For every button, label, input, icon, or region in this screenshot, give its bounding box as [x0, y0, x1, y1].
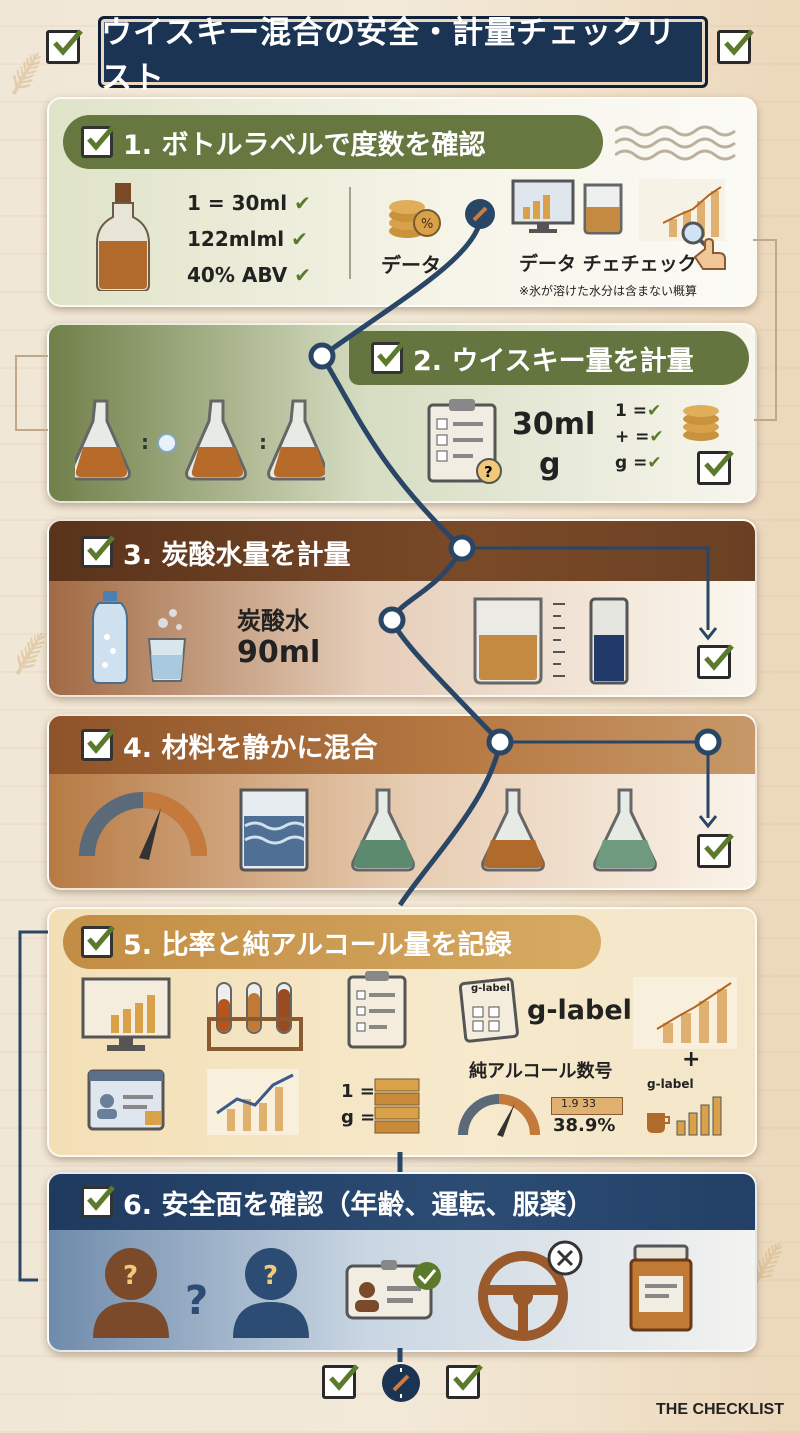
cup-bar-chart-icon: [647, 1096, 722, 1136]
step4-checkbox[interactable]: [81, 728, 115, 761]
no-driving-steering-wheel-icon: [478, 1240, 583, 1341]
step5-pure-alcohol-label: 純アルコール数号: [469, 1061, 613, 1082]
step5-formula-2: g =: [341, 1107, 376, 1128]
step1-line-3: 40% ABV ✔: [187, 263, 311, 287]
step5-meter-small: 1.9 33: [561, 1097, 596, 1110]
step1-data-label: データ: [381, 253, 441, 277]
step1-title: 1. ボトルラベルで度数を確認: [123, 129, 486, 161]
step2-mini-1: 1 =✔: [615, 401, 662, 421]
title-checkbox-left[interactable]: [46, 29, 83, 64]
monitor-chart-icon: [511, 179, 575, 233]
page-title-banner: ウイスキー混合の安全・計量チェックリスト: [98, 15, 708, 96]
svg-text::: :: [141, 430, 149, 454]
step5-title: 5. 比率と純アルコール量を記録: [123, 929, 512, 961]
wheat-decoration-icon: ⸙: [0, 30, 53, 112]
step5-formula-1: 1 =: [341, 1081, 375, 1102]
step6-header: 6. 安全面を確認（年齢、運転、服薬）: [63, 1175, 663, 1229]
step2-header: 2. ウイスキー量を計量: [349, 331, 749, 385]
svg-text:?: ?: [263, 1261, 278, 1291]
step2-mini-3: g =✔: [615, 453, 662, 473]
step2-done-checkbox[interactable]: [697, 450, 734, 485]
step2-amount-unit: g: [539, 447, 561, 482]
step3-card: 3. 炭酸水量を計量 炭酸水 90ml: [47, 519, 757, 697]
step4-title: 4. 材料を静かに混合: [123, 732, 378, 764]
svg-text:?: ?: [123, 1261, 138, 1291]
step6-card: 6. 安全面を確認（年齢、運転、服薬） ? ? ?: [47, 1172, 757, 1352]
pointer-hand-icon[interactable]: [679, 219, 727, 275]
step5-header: 5. 比率と純アルコール量を記録: [63, 915, 601, 969]
page-title: ウイスキー混合の安全・計量チェックリスト: [101, 15, 677, 96]
coins-percent-icon: %: [389, 200, 441, 238]
whisky-bottle-icon: [96, 183, 150, 291]
clipboard-icon: [347, 971, 407, 1049]
step1-checkbox[interactable]: [81, 125, 115, 158]
water-beaker-icon: [239, 788, 309, 872]
step3-header: 3. 炭酸水量を計量: [63, 525, 453, 579]
wave-decoration-icon: [615, 125, 736, 161]
title-checkbox-right[interactable]: [717, 29, 754, 64]
step5-plus: +: [682, 1047, 701, 1072]
step2-card: 2. ウイスキー量を計量 : : ? 30ml g 1 =✔ + =✔ g =✔: [47, 323, 757, 503]
step3-title: 3. 炭酸水量を計量: [123, 539, 351, 571]
ingot-stack-icon: [374, 1078, 420, 1134]
step4-header-bar: [49, 716, 755, 774]
speed-gauge-icon: [79, 792, 207, 860]
meter-small-chip: [551, 1097, 623, 1115]
clipboard-checklist-icon: ?: [427, 399, 502, 484]
bottom-checkbox-right[interactable]: [446, 1364, 483, 1399]
step5-glabel-big: g-label: [527, 995, 632, 1026]
alcohol-gauge-icon: [458, 1094, 540, 1137]
medicine-bottle-icon: [629, 1244, 693, 1332]
flask-ratio-icons: : :: [75, 399, 325, 481]
step6-title: 6. 安全面を確認（年齢、運転、服薬）: [123, 1189, 594, 1221]
id-badge-icon: [345, 1260, 441, 1320]
step2-title: 2. ウイスキー量を計量: [413, 345, 694, 377]
step1-card: 1. ボトルラベルで度数を確認 1 = 30ml ✔ 122mlml ✔ 40%…: [47, 97, 757, 307]
bottom-checkbox-left[interactable]: [322, 1364, 359, 1399]
step3-checkbox[interactable]: [81, 535, 115, 568]
test-tubes-rack-icon: [207, 982, 303, 1051]
step1-note: ※氷が溶けた水分は含まない概算: [519, 284, 698, 298]
mixing-flasks-icon: [351, 788, 657, 872]
step1-line-2: 122mlml ✔: [187, 227, 308, 251]
trend-chart-icon: [207, 1069, 299, 1135]
soda-bottle-and-cup-icon: [92, 591, 187, 684]
step2-mini-2: + =✔: [615, 427, 664, 447]
step3-text-2: 90ml: [237, 635, 321, 670]
step5-checkbox[interactable]: [81, 925, 115, 958]
step6-checkbox[interactable]: [81, 1185, 115, 1218]
step2-checkbox[interactable]: [371, 341, 405, 374]
footer-brand: THE CHECKLIST: [656, 1401, 784, 1418]
svg-text:?: ?: [484, 463, 493, 481]
growth-chart-icon: [633, 977, 737, 1049]
id-card-screen-icon: [87, 1069, 165, 1131]
coin-stack-icon: [683, 405, 719, 441]
step3-done-checkbox[interactable]: [697, 644, 734, 679]
divider: [349, 187, 351, 279]
step1-line-1: 1 = 30ml ✔: [187, 191, 311, 215]
compass-icon: [382, 1364, 420, 1402]
beaker-icon: [583, 183, 623, 235]
svg-text:%: %: [421, 217, 433, 232]
step1-data-check-label: データ チェチェック: [519, 253, 697, 275]
step5-card: 5. 比率と純アルコール量を記録 g-label g-label +: [47, 907, 757, 1157]
step6-header-bar: [49, 1174, 755, 1230]
label-clipboard-icon: [459, 977, 519, 1043]
svg-text::: :: [259, 430, 267, 454]
svg-text:?: ?: [185, 1278, 208, 1324]
step1-header: 1. ボトルラベルで度数を確認: [63, 115, 603, 169]
age-check-people-icon: ? ? ?: [93, 1248, 309, 1338]
step5-meter-value: 38.9%: [553, 1115, 616, 1136]
monitor-bar-chart-icon: [81, 977, 171, 1051]
step4-header: 4. 材料を静かに混合: [63, 718, 453, 772]
step4-done-checkbox[interactable]: [697, 833, 734, 868]
step3-text-1: 炭酸水: [237, 607, 309, 635]
step3-header-bar: [49, 521, 755, 581]
step5-glabel-small: g-label: [647, 1077, 694, 1091]
measuring-cup-and-cylinder-icon: [473, 597, 629, 685]
step2-amount: 30ml: [512, 407, 596, 442]
step5-clip-label: g-label: [471, 983, 510, 994]
